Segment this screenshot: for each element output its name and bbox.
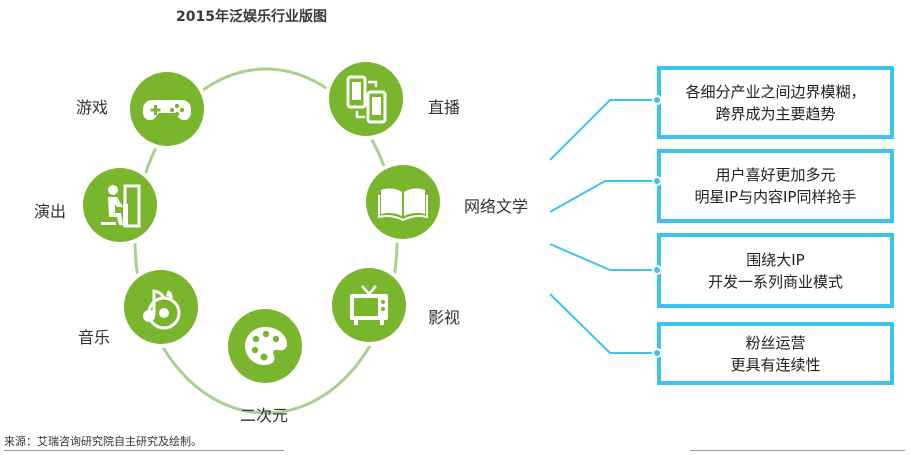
node-label-game: 游戏: [76, 98, 109, 117]
node-game: [130, 72, 204, 146]
node-label-acg: 二次元: [240, 406, 289, 425]
insight-box-2: 用户喜好更加多元 明星IP与内容IP同样抢手: [657, 149, 894, 223]
connector-line-1: [549, 99, 659, 161]
insight-box-4-line-1: 粉丝运营: [745, 333, 806, 352]
ring-circle: [133, 67, 399, 415]
node-web-literature: [366, 165, 440, 239]
insight-box-3-line-1: 围绕大IP: [746, 250, 805, 269]
node-label-music: 音乐: [78, 328, 111, 347]
insight-box-4: 粉丝运营 更具有连续性: [657, 322, 894, 385]
insight-box-3: 围绕大IP 开发一系列商业模式: [657, 233, 894, 308]
connector-dot-1: [652, 95, 662, 105]
gamepad-icon: [142, 100, 192, 121]
connector-line-4: [549, 293, 659, 354]
diagram-title: 2015年泛娱乐行业版图: [176, 9, 327, 25]
connector-dot-4: [652, 348, 662, 358]
insight-box-2-line-1: 用户喜好更加多元: [715, 166, 836, 184]
node-performance: [83, 168, 157, 242]
node-label-web-literature: 网络文学: [464, 197, 529, 216]
piano-player-icon: [101, 184, 141, 228]
connector-dot-2: [652, 176, 662, 186]
node-label-performance: 演出: [34, 202, 67, 221]
tv-icon: [350, 285, 388, 325]
book-icon: [378, 188, 428, 222]
node-label-film-tv: 影视: [428, 308, 461, 327]
connector-dot-3: [652, 265, 662, 275]
insight-box-1-line-1: 各细分产业之间边界模糊，: [685, 82, 866, 101]
phones-icon: [346, 75, 387, 124]
insight-box-2-line-2: 明星IP与内容IP同样抢手: [694, 188, 857, 206]
node-music: [124, 270, 198, 344]
insight-box-3-line-2: 开发一系列商业模式: [707, 272, 843, 291]
insight-box-4-line-2: 更具有连续性: [730, 355, 821, 374]
connector-line-2: [549, 180, 659, 213]
node-label-live: 直播: [428, 98, 461, 117]
connector-line-3: [549, 243, 659, 271]
footer-rule-right: [690, 450, 905, 451]
music-disc-icon: [143, 289, 181, 330]
insight-box-1: 各细分产业之间边界模糊， 跨界成为主要趋势: [657, 66, 894, 139]
insight-box-1-line-2: 跨界成为主要趋势: [715, 104, 836, 123]
node-live: [329, 62, 403, 136]
node-film-tv: [332, 268, 406, 342]
node-acg: [228, 309, 302, 383]
source-note: 来源：艾瑞咨询研究院自主研究及绘制。: [4, 435, 202, 448]
palette-icon: [245, 327, 287, 365]
footer-rule-left: [4, 450, 284, 451]
